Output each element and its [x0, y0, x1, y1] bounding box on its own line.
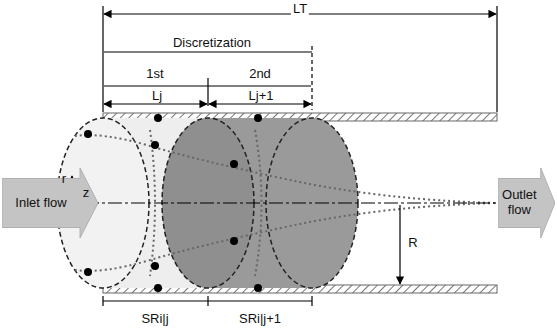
segment-label: 2nd — [247, 66, 273, 81]
flow-arrow: Inlet flow — [2, 168, 98, 238]
dimension-label: Lj — [150, 88, 164, 103]
flow-label: Outlet flow — [498, 188, 541, 218]
flow-label: Inlet flow — [15, 196, 66, 211]
flow-arrow: Outlet flow — [498, 168, 555, 238]
radius-label: R — [406, 235, 419, 250]
section-label: SRi|j — [139, 311, 170, 326]
segment-label: 1st — [144, 66, 165, 81]
dimension-label: LT — [291, 1, 309, 16]
dimension-label: Lj+1 — [247, 88, 276, 103]
axis-label: r — [60, 171, 68, 186]
dimension-label: Discretization — [171, 35, 253, 50]
axis-label: z — [81, 185, 92, 200]
section-label: SRi|j+1 — [237, 311, 283, 326]
